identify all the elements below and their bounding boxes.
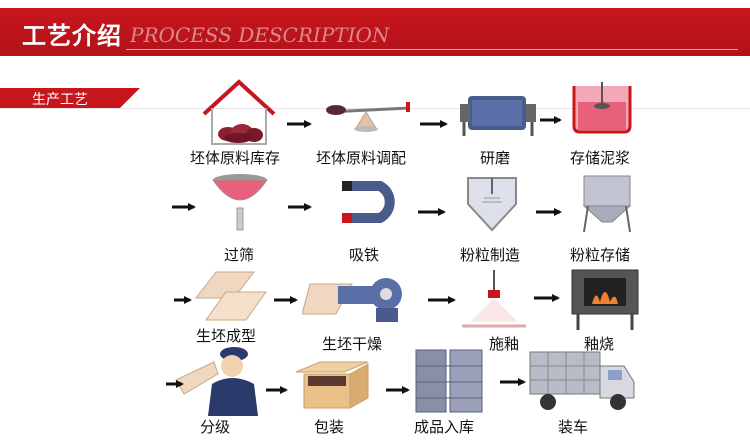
slurry-tank-icon [568,82,636,138]
step-label: 吸铁 [349,246,380,264]
header-underline [126,49,738,50]
step-label: 坯体原料库存 [190,149,281,167]
stacked-boxes-icon [414,346,486,420]
step-label: 过筛 [224,246,255,264]
step-label: 粉粒存储 [570,246,631,264]
dryer-fan-icon [301,270,406,330]
step-label: 坯体原料调配 [316,149,407,167]
silo-icon [578,172,636,238]
balance-scale-icon [322,98,414,142]
inspector-icon [174,344,260,420]
section-tab: 生产工艺 [0,88,140,108]
step-label: 存储泥浆 [570,149,631,167]
step-label: 研磨 [480,149,511,167]
step-label: 装车 [558,418,589,436]
sieve-funnel-icon [210,172,270,236]
truck-icon [528,350,638,416]
kiln-icon [570,268,640,336]
magnet-icon [340,180,404,228]
step-label: 分级 [200,418,231,436]
step-label: 生坯成型 [196,327,257,345]
step-label: 施釉 [489,335,520,353]
section-tab-background [0,88,140,108]
page-subtitle: PROCESS DESCRIPTION [130,23,390,47]
step-label: 釉烧 [584,335,615,353]
glaze-spray-icon [462,270,526,334]
section-tab-label: 生产工艺 [32,92,88,108]
step-label: 包装 [314,418,345,436]
step-label: 粉粒制造 [460,246,521,264]
box-icon [290,358,374,420]
tile-forming-icon [190,268,270,328]
step-label: 成品入库 [414,418,475,436]
spray-dryer-icon [462,174,522,236]
ball-mill-icon [458,90,538,144]
warehouse-icon [200,78,278,152]
page-title: 工艺介绍 [22,22,122,50]
step-label: 生坯干燥 [322,335,383,353]
header-banner: 工艺介绍 PROCESS DESCRIPTION [0,8,750,56]
